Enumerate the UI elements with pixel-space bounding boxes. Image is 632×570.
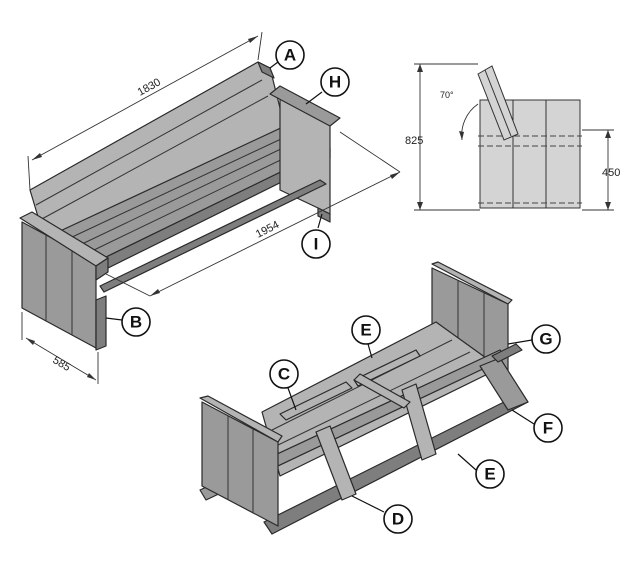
label-G: G xyxy=(539,330,552,349)
cross-brace-right xyxy=(401,383,437,461)
label-E-bottom: E xyxy=(484,465,495,484)
callout-A: A xyxy=(269,40,305,70)
callout-E-bottom: E xyxy=(457,453,505,489)
callout-B: B xyxy=(105,307,151,337)
label-A: A xyxy=(284,46,296,65)
callout-D: D xyxy=(351,495,413,534)
dim-seat-height-text: 450 xyxy=(602,167,620,179)
assembled-bench: 1830 1954 585 xyxy=(19,31,401,384)
label-H: H xyxy=(329,73,341,92)
callout-H: H xyxy=(305,67,350,105)
label-B: B xyxy=(130,313,142,332)
side-view: 70° 825 450 xyxy=(405,63,620,211)
underside-view xyxy=(199,261,529,535)
dim-width-text: 585 xyxy=(50,354,72,374)
callout-E-top: E xyxy=(351,315,381,359)
callout-C: C xyxy=(269,359,299,411)
angle-text: 70° xyxy=(440,90,454,100)
callout-F: F xyxy=(511,409,563,443)
label-C: C xyxy=(278,365,290,384)
label-I: I xyxy=(314,235,319,254)
label-F: F xyxy=(543,419,553,438)
cross-brace-left xyxy=(315,425,357,501)
label-D: D xyxy=(392,510,404,529)
callout-I: I xyxy=(301,213,331,259)
callout-G: G xyxy=(507,324,561,354)
left-end-panel xyxy=(201,401,279,527)
dim-height-text: 825 xyxy=(405,135,423,147)
label-E-top: E xyxy=(360,321,371,340)
